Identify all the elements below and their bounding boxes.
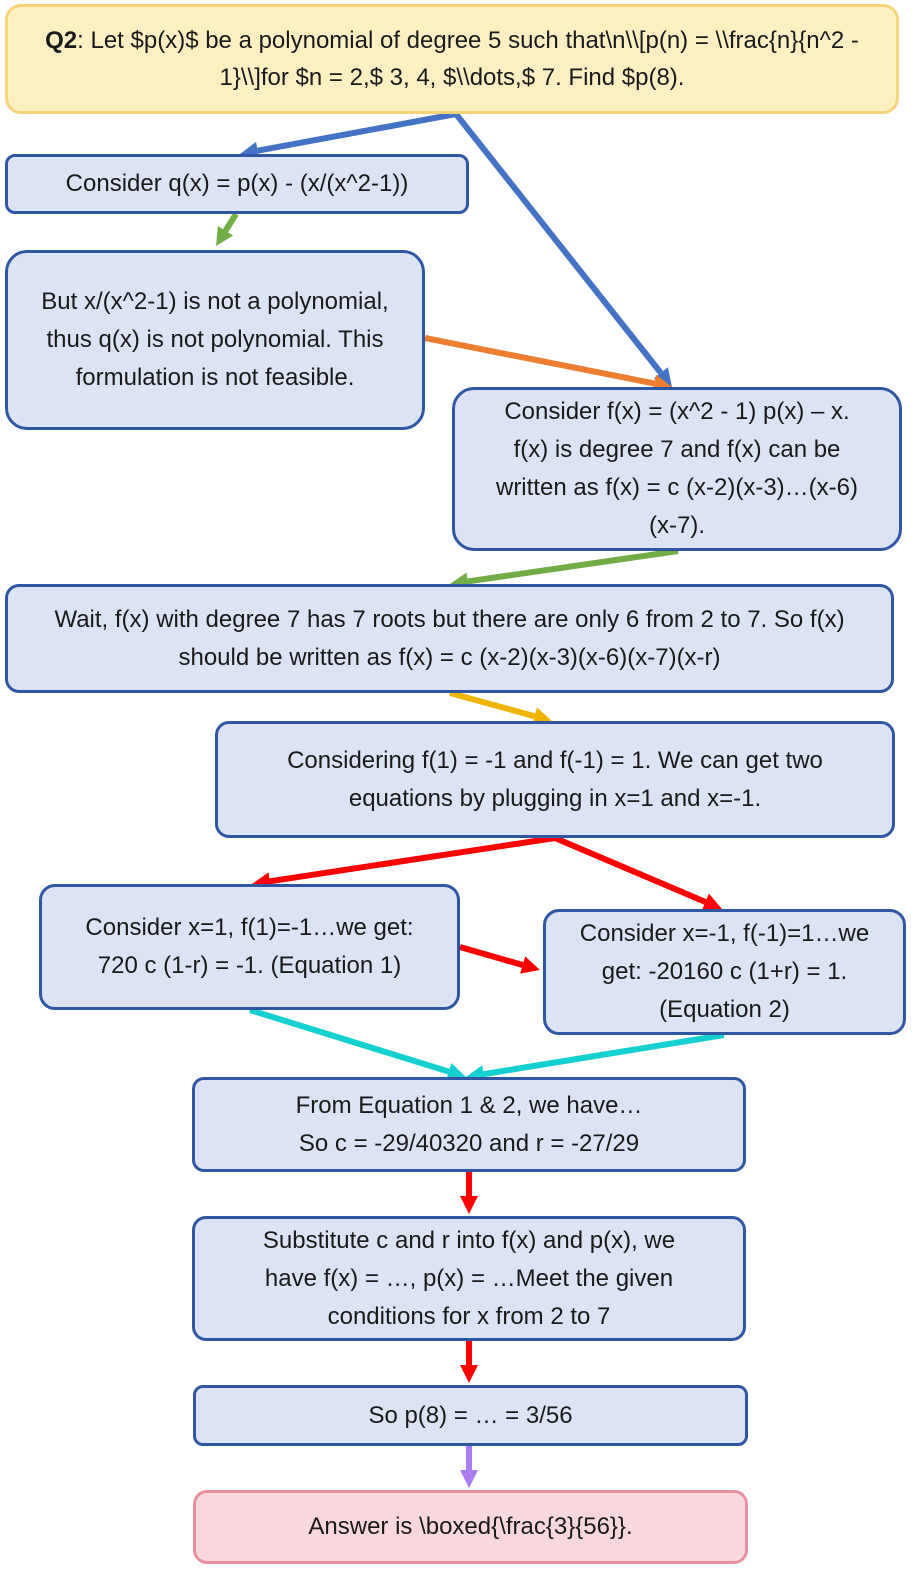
step-p8-text: So p(8) = … = 3/56: [368, 1401, 573, 1429]
step-solve-text: From Equation 1 & 2, we have… So c = -29…: [295, 1091, 643, 1157]
step-solve: From Equation 1 & 2, we have… So c = -29…: [192, 1077, 746, 1172]
arrow-substitute-to-p8: [460, 1341, 478, 1383]
arrow-eq2-to-solve: [466, 1032, 725, 1083]
answer-box: Answer is \boxed{\frac{3}{56}}.: [193, 1490, 748, 1564]
arrow-eq1-to-eq2: [459, 944, 540, 974]
step-equation-1: Consider x=1, f(1)=-1…we get: 720 c (1-r…: [39, 884, 460, 1010]
step-equation-2-text: Consider x=-1, f(-1)=1…we get: -20160 c …: [579, 920, 870, 1023]
step-consider-f: Consider f(x) = (x^2 - 1) p(x) – x. f(x)…: [452, 387, 902, 551]
arrow-solve-to-substitute: [460, 1172, 478, 1214]
step-substitute: Substitute c and r into f(x) and p(x), w…: [192, 1216, 746, 1341]
step-considering-f1: Considering f(1) = -1 and f(-1) = 1. We …: [215, 721, 895, 838]
step-not-polynomial: But x/(x^2-1) is not a polynomial, thus …: [5, 250, 425, 430]
step-consider-q: Consider q(x) = p(x) - (x/(x^2-1)): [5, 154, 469, 214]
arrow-p8-to-answer: [460, 1446, 478, 1488]
step-p8: So p(8) = … = 3/56: [193, 1385, 748, 1446]
step-consider-q-text: Consider q(x) = p(x) - (x/(x^2-1)): [65, 170, 409, 197]
question-label: Q2: [45, 27, 78, 54]
arrow-considering-to-eq1: [252, 835, 556, 891]
step-equation-1-text: Consider x=1, f(1)=-1…we get: 720 c (1-r…: [85, 914, 414, 979]
arrow-not-poly-to-consider-f: [424, 335, 672, 393]
step-substitute-text: Substitute c and r into f(x) and p(x), w…: [262, 1226, 676, 1330]
arrow-question-to-consider-f: [453, 112, 672, 387]
step-equation-2: Consider x=-1, f(-1)=1…we get: -20160 c …: [543, 909, 906, 1035]
step-consider-f-text: Consider f(x) = (x^2 - 1) p(x) – x. f(x)…: [495, 398, 858, 539]
step-wait-roots-text: Wait, f(x) with degree 7 has 7 roots but…: [54, 605, 845, 671]
arrow-consider-q-to-not-poly: [216, 212, 239, 246]
arrow-question-to-consider-q: [240, 111, 457, 160]
question-box: Q2: Let $p(x)$ be a polynomial of degree…: [5, 4, 899, 114]
step-wait-roots: Wait, f(x) with degree 7 has 7 roots but…: [5, 584, 894, 693]
question-text: : Let $p(x)$ be a polynomial of degree 5…: [77, 27, 859, 91]
arrow-eq1-to-solve: [249, 1007, 466, 1081]
step-considering-f1-text: Considering f(1) = -1 and f(-1) = 1. We …: [287, 746, 823, 812]
arrow-wait-to-considering: [449, 690, 552, 725]
answer-text: Answer is \boxed{\frac{3}{56}}.: [308, 1513, 633, 1540]
arrow-considering-to-eq2: [553, 835, 722, 911]
step-not-polynomial-text: But x/(x^2-1) is not a polynomial, thus …: [41, 288, 389, 391]
